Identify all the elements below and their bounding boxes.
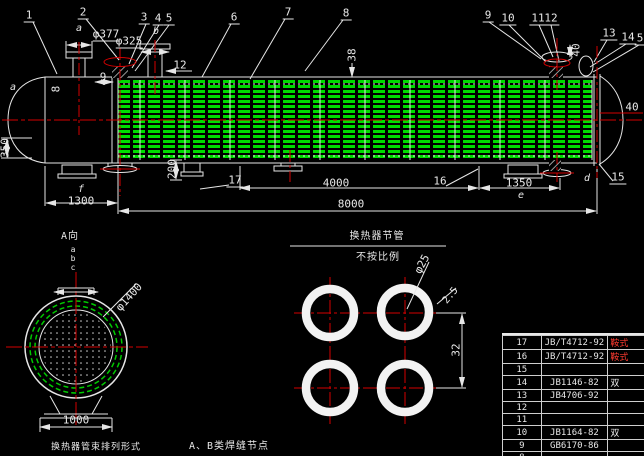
centerlines xyxy=(2,38,643,196)
section-caption: 换热器管束排列形式 xyxy=(50,442,142,453)
parts-table-cell-no: 8 xyxy=(502,451,542,456)
parts-table-cell-std xyxy=(540,451,609,456)
dim-text: 8000 xyxy=(337,197,365,211)
parts-table-cell-std xyxy=(540,363,609,376)
callout-1: 1 xyxy=(23,8,35,23)
parts-table-cell-nm: 鞍式 xyxy=(607,349,644,364)
callout-10: 10 xyxy=(499,11,517,26)
callout-5: 5 xyxy=(634,31,644,46)
callout-4: 4 xyxy=(152,11,164,26)
dim-text: φ325 xyxy=(115,34,143,49)
section-point-label-a: a xyxy=(70,245,76,254)
dim-text: 1350 xyxy=(505,176,533,190)
dim-text: 9 xyxy=(99,70,107,84)
weld-joint-note: A、B类焊缝节点 xyxy=(188,441,270,452)
section-width-dim: 1000 xyxy=(62,413,90,427)
parts-table-cell-std: GB6170-86 xyxy=(540,439,609,452)
flange-hatch xyxy=(112,66,563,171)
parts-table-cell-std: JB1164-82 xyxy=(540,425,609,440)
callout-12: 12 xyxy=(542,11,560,26)
parts-table-cell-nm xyxy=(607,451,644,456)
tube-pitch-dim: 32 xyxy=(449,343,463,357)
nozzle-label-b: b xyxy=(152,26,160,37)
callout-7: 7 xyxy=(282,5,294,20)
section-view xyxy=(6,272,148,432)
parts-table-row: 15 xyxy=(502,363,644,376)
parts-table-cell-std: JB4706-92 xyxy=(540,389,609,402)
callout-8: 8 xyxy=(340,6,352,21)
parts-table-cell-nm xyxy=(607,413,644,426)
parts-table-row: 12 xyxy=(502,401,644,414)
parts-table-cell-no: 9 xyxy=(502,439,542,452)
callout-17: 17 xyxy=(226,173,244,188)
parts-table-cell-std xyxy=(540,401,609,414)
parts-table-cell-nm: 双 xyxy=(607,375,644,390)
section-view-label: A向 xyxy=(60,231,80,242)
parts-table-cell-nm: 双 xyxy=(607,425,644,440)
parts-table-cell-no: 14 xyxy=(502,375,542,390)
parts-table-cell-no: 13 xyxy=(502,389,542,402)
dim-text: 4000 xyxy=(322,176,350,190)
shell-outline xyxy=(7,43,624,179)
parts-table-cell-no: 16 xyxy=(502,349,542,364)
callout-14: 14 xyxy=(619,30,637,45)
callout-3: 3 xyxy=(138,10,150,25)
section-point-label-b: b xyxy=(70,254,76,263)
nozzle-label-f: f xyxy=(77,184,85,195)
parts-table-cell-std xyxy=(540,413,609,426)
parts-table-cell-no: 12 xyxy=(502,401,542,414)
dim-text: 40 xyxy=(569,43,583,57)
parts-table-cell-nm xyxy=(607,439,644,452)
parts-table-cell-nm: 鞍式 xyxy=(607,335,644,350)
parts-table-cell-nm xyxy=(607,363,644,376)
nozzle-label-d: d xyxy=(583,173,591,184)
dimension-lines xyxy=(1,41,598,214)
parts-table-cell-no: 10 xyxy=(502,425,542,440)
dim-text: φ377 xyxy=(92,27,120,42)
callout-5: 5 xyxy=(163,11,175,26)
dim-text: 40 xyxy=(625,100,639,114)
callout-6: 6 xyxy=(228,10,240,25)
nozzle-label-e: e xyxy=(517,190,525,201)
callout-16: 16 xyxy=(431,174,449,189)
section-point-label-c: c xyxy=(70,263,76,272)
parts-table-cell-no: 15 xyxy=(502,363,542,376)
callout-9: 9 xyxy=(482,8,494,23)
parts-table-row: 11 xyxy=(502,413,644,426)
nozzle-label-a: a xyxy=(9,82,17,93)
callout-11: 11 xyxy=(529,11,547,26)
parts-table-cell-std: JB/T4712-92 xyxy=(540,349,609,364)
callout-15: 15 xyxy=(609,170,627,185)
parts-table-cell-no: 11 xyxy=(502,413,542,426)
callout-2: 2 xyxy=(77,5,89,20)
callout-leaders xyxy=(32,18,640,190)
tube-layout-scale-note: 不按比例 xyxy=(356,252,400,263)
callout-13: 13 xyxy=(600,26,618,41)
dim-text: 350 xyxy=(0,138,12,158)
parts-table-cell-nm xyxy=(607,389,644,402)
dim-text: 38 xyxy=(345,48,359,62)
parts-table-cell-nm xyxy=(607,401,644,414)
dim-text: 1300 xyxy=(67,194,95,208)
nozzle-label-a: a xyxy=(75,23,83,34)
dim-text: 200 xyxy=(165,159,179,179)
parts-table-cell-std: JB/T4712-92 xyxy=(540,335,609,350)
tube-layout-title: 换热器节管 xyxy=(349,231,405,242)
parts-table-cell-no: 17 xyxy=(502,335,542,350)
parts-table-cell-std: JB1146-82 xyxy=(540,375,609,390)
parts-table-row: 8 xyxy=(502,451,644,456)
dim-text: 12 xyxy=(173,58,187,72)
tube-layout-view xyxy=(290,245,466,424)
dim-text: 8 xyxy=(49,85,63,93)
